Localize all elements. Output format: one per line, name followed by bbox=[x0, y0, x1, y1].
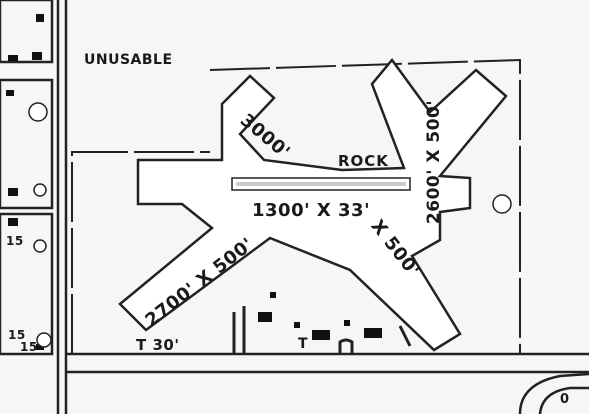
field-status-label: UNUSABLE bbox=[84, 52, 173, 68]
boundary-offset-label: T 30' bbox=[136, 336, 180, 354]
building bbox=[312, 330, 330, 340]
tree-icon bbox=[33, 239, 47, 253]
strip-dimensions-label: 1300' X 33' bbox=[252, 200, 371, 221]
runway-outline bbox=[118, 57, 508, 352]
field-boundary bbox=[71, 151, 210, 354]
street-number: 15 bbox=[6, 234, 24, 248]
street-number: 15 bbox=[8, 328, 26, 342]
field-boundary bbox=[209, 58, 521, 354]
tree-icon bbox=[36, 332, 52, 348]
building bbox=[258, 312, 272, 322]
marker-circle bbox=[492, 194, 512, 214]
building bbox=[364, 328, 382, 338]
city-block bbox=[0, 212, 54, 356]
corner-marker: 0 bbox=[560, 392, 570, 407]
tree-icon bbox=[33, 183, 47, 197]
city-block bbox=[0, 78, 54, 210]
street-number: 15 bbox=[20, 340, 38, 354]
city-block bbox=[0, 0, 54, 64]
runway-label-2600x500: 2600' X 500' bbox=[424, 99, 445, 225]
hangar-marker: T bbox=[298, 336, 309, 352]
rock-strip bbox=[231, 177, 411, 191]
strip-surface-label: ROCK bbox=[338, 152, 389, 170]
tree-icon bbox=[28, 102, 48, 122]
